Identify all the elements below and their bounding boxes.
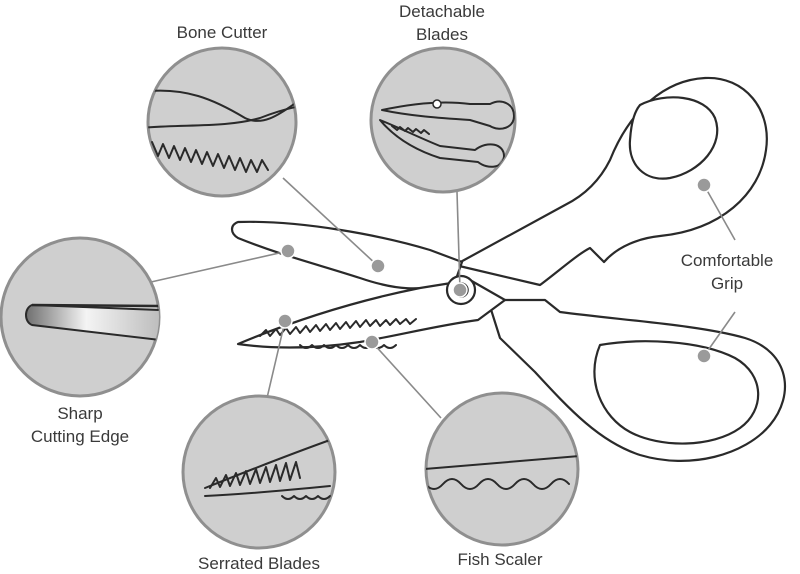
label-bone-cutter: Bone Cutter bbox=[150, 21, 294, 44]
lower-finger-hole bbox=[593, 340, 760, 445]
sharp-edge-zoom bbox=[0, 236, 161, 398]
label-comfortable-line2: Grip bbox=[710, 274, 744, 293]
label-serrated-text: Serrated Blades bbox=[198, 554, 320, 573]
label-sharp-line2: Cutting Edge bbox=[30, 427, 130, 446]
label-serrated-blades: Serrated Blades bbox=[178, 552, 340, 574]
detachable-blades-zoom bbox=[369, 46, 517, 194]
label-fish-scaler: Fish Scaler bbox=[440, 548, 560, 571]
label-sharp-cutting-edge: Sharp Cutting Edge bbox=[10, 402, 150, 448]
label-comfortable-grip: Comfortable Grip bbox=[662, 249, 792, 295]
lower-handle bbox=[486, 298, 787, 462]
label-bone-cutter-text: Bone Cutter bbox=[176, 23, 268, 42]
fish-scaler-zoom bbox=[424, 391, 580, 547]
label-comfortable-line1: Comfortable bbox=[680, 251, 774, 270]
upper-handle bbox=[453, 76, 768, 287]
label-detachable-line1: Detachable bbox=[398, 2, 485, 21]
upper-blade bbox=[230, 220, 464, 290]
label-detachable-line2: Blades bbox=[416, 25, 468, 44]
label-sharp-line1: Sharp bbox=[57, 404, 103, 423]
bone-cutter-zoom bbox=[146, 46, 298, 198]
blade-serration bbox=[259, 318, 417, 337]
leader-lines bbox=[150, 177, 736, 419]
label-fish-scaler-text: Fish Scaler bbox=[457, 550, 543, 569]
upper-finger-hole bbox=[628, 96, 719, 180]
label-detachable-blades: Detachable Blades bbox=[380, 0, 504, 46]
callout-dots bbox=[277, 177, 712, 364]
fish-scaler-edge bbox=[299, 344, 397, 349]
scissors-illustration bbox=[230, 76, 787, 462]
serrated-blades-zoom bbox=[181, 394, 337, 550]
